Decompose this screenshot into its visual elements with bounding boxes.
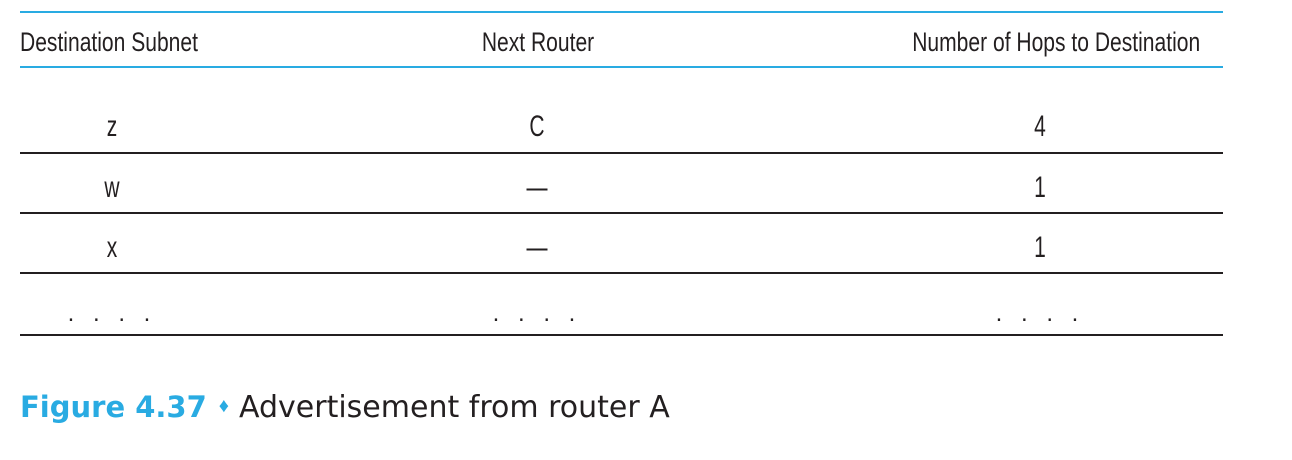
cell-hops-ellipsis: . . . . <box>995 300 1085 327</box>
diamond-icon: ♦ <box>218 394 229 417</box>
cell-destination: w <box>104 171 120 204</box>
cell-next-router: — <box>526 171 548 204</box>
table-row: . . . . . . . . . . . . <box>20 286 1223 342</box>
table-bottom-rule <box>20 334 1223 336</box>
cell-destination: z <box>106 110 118 143</box>
cell-hops: 4 <box>1034 110 1046 143</box>
table-row: x — 1 <box>20 220 1223 276</box>
header-next-router-label: Next Router <box>481 27 595 57</box>
cell-next-router: — <box>526 231 548 264</box>
row-divider <box>20 152 1223 154</box>
cell-hops: 1 <box>1034 231 1046 264</box>
header-destination-subnet: Destination Subnet <box>20 27 198 57</box>
cell-next-router: C <box>529 110 545 143</box>
row-divider <box>20 212 1223 214</box>
cell-hops: 1 <box>1034 171 1046 204</box>
table-top-rule <box>20 11 1223 13</box>
table-row: w — 1 <box>20 160 1223 216</box>
header-number-of-hops: Number of Hops to Destination <box>912 27 1200 57</box>
figure-title: Advertisement from router A <box>239 390 670 425</box>
row-divider <box>20 272 1223 274</box>
table-row: z C 4 <box>20 99 1223 155</box>
figure-caption: Figure 4.37 ♦ Advertisement from router A <box>20 385 670 429</box>
cell-destination: x <box>106 231 118 264</box>
figure-number: Figure 4.37 <box>20 390 207 424</box>
cell-next-router-ellipsis: . . . . <box>492 300 582 327</box>
cell-destination-ellipsis: . . . . <box>67 300 157 327</box>
header-bottom-rule <box>20 66 1223 68</box>
routing-table: Destination Subnet Next Router Number of… <box>20 0 1223 340</box>
